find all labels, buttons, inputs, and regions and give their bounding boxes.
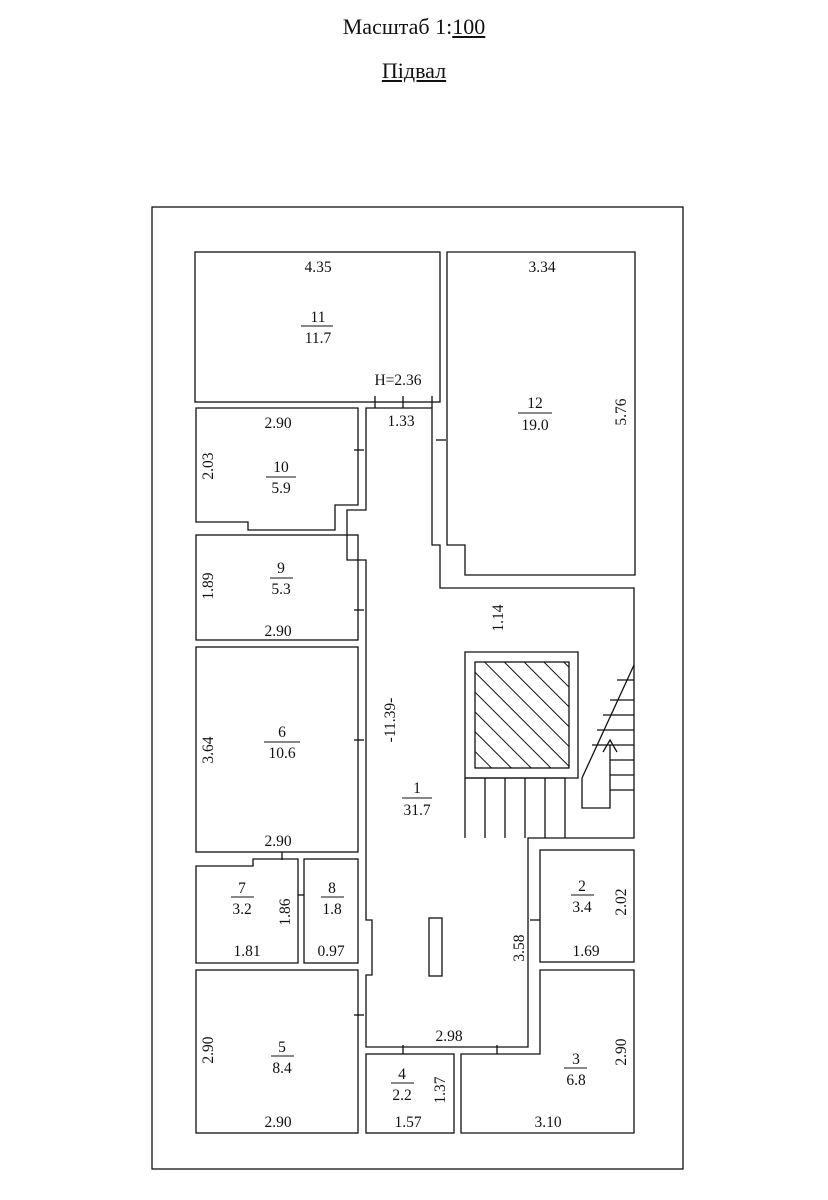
room-4-bottom-dim: 1.57 bbox=[394, 1114, 421, 1131]
room-7-bottom-dim: 1.81 bbox=[233, 943, 260, 960]
room-9-outline bbox=[195, 534, 359, 641]
room-8-outline bbox=[303, 858, 359, 964]
stair-arrow-icon bbox=[602, 738, 618, 753]
room-6-outline bbox=[195, 646, 359, 853]
scale-value: 100 bbox=[452, 14, 486, 39]
room-1-side-dim-a: 1.14 bbox=[490, 604, 507, 631]
room-3-side-dim: 2.90 bbox=[613, 1038, 630, 1065]
room-1-bottom-dim: 2.98 bbox=[435, 1028, 462, 1045]
room-7-number: 7 bbox=[238, 880, 246, 897]
room-11-top-dim: 4.35 bbox=[304, 259, 331, 276]
room-4-number: 4 bbox=[398, 1066, 406, 1083]
room-10-side-dim: 2.03 bbox=[200, 452, 217, 479]
room-6-number: 6 bbox=[278, 724, 286, 741]
scale-prefix: Масштаб 1: bbox=[342, 14, 453, 39]
room-12-top-dim: 3.34 bbox=[528, 259, 555, 276]
scale-label: Масштаб 1:100 bbox=[0, 14, 828, 40]
room-1-area: 31.7 bbox=[403, 802, 430, 819]
room-9-area: 5.3 bbox=[271, 581, 291, 598]
room-11-area: 11.7 bbox=[305, 330, 332, 347]
room-10-outline bbox=[195, 407, 359, 531]
room-12-outline bbox=[446, 251, 636, 576]
room-6-area: 10.6 bbox=[268, 745, 295, 762]
hatched-shaft bbox=[474, 661, 570, 769]
room-2-side-dim: 2.02 bbox=[613, 888, 630, 915]
room-9-side-dim: 1.89 bbox=[200, 572, 217, 599]
room-8-bottom-dim: 0.97 bbox=[317, 943, 344, 960]
door-dim-1-33: 1.33 bbox=[387, 413, 414, 430]
room-3-bottom-dim: 3.10 bbox=[534, 1114, 561, 1131]
room-10-top-dim: 2.90 bbox=[264, 415, 291, 432]
room-4-side-dim: 1.37 bbox=[432, 1076, 449, 1103]
room-7-side-dim: 1.86 bbox=[277, 898, 294, 925]
stair-well bbox=[464, 651, 579, 779]
room-5-bottom-dim: 2.90 bbox=[264, 1114, 291, 1131]
room-3-number: 3 bbox=[572, 1051, 580, 1068]
room-5-area: 8.4 bbox=[272, 1060, 292, 1077]
room-4-area: 2.2 bbox=[392, 1087, 411, 1104]
room-11-outline bbox=[194, 251, 441, 403]
room-10-number: 10 bbox=[273, 459, 289, 476]
room-8-area: 1.8 bbox=[322, 901, 342, 918]
stair-outline bbox=[465, 777, 566, 838]
room-5-number: 5 bbox=[278, 1039, 286, 1056]
room-4-outline bbox=[365, 1053, 455, 1134]
room-11-height: H=2.36 bbox=[374, 372, 421, 389]
room-7-area: 3.2 bbox=[232, 901, 251, 918]
room-10-area: 5.9 bbox=[271, 480, 291, 497]
room-12-side-dim: 5.76 bbox=[613, 398, 630, 425]
room-5-outline bbox=[195, 969, 359, 1134]
room-1-outline bbox=[346, 407, 635, 1048]
room-1-number: 1 bbox=[413, 780, 421, 797]
column bbox=[428, 917, 443, 977]
room-9-number: 9 bbox=[277, 560, 285, 577]
room-12-area: 19.0 bbox=[521, 417, 548, 434]
room-12-number: 12 bbox=[527, 395, 543, 412]
stair-path bbox=[581, 745, 611, 809]
room-2-bottom-dim: 1.69 bbox=[572, 943, 599, 960]
room-6-side-dim: 3.64 bbox=[200, 736, 217, 763]
room-2-area: 3.4 bbox=[572, 899, 592, 916]
room-3-area: 6.8 bbox=[566, 1072, 586, 1089]
room-1-side-dim-b: 3.58 bbox=[511, 934, 528, 961]
room-1-length-dim: -11.39- bbox=[382, 698, 399, 743]
room-3-outline bbox=[460, 969, 635, 1134]
building-outline bbox=[151, 206, 684, 1170]
room-2-outline bbox=[539, 849, 635, 963]
room-5-side-dim: 2.90 bbox=[200, 1036, 217, 1063]
room-7-outline bbox=[195, 858, 299, 964]
floor-title: Підвал bbox=[381, 58, 447, 83]
room-2-number: 2 bbox=[578, 878, 586, 895]
room-8-number: 8 bbox=[328, 880, 336, 897]
room-11-number: 11 bbox=[311, 309, 326, 326]
room-6-bottom-dim: 2.90 bbox=[264, 833, 291, 850]
room-9-bottom-dim: 2.90 bbox=[264, 623, 291, 640]
